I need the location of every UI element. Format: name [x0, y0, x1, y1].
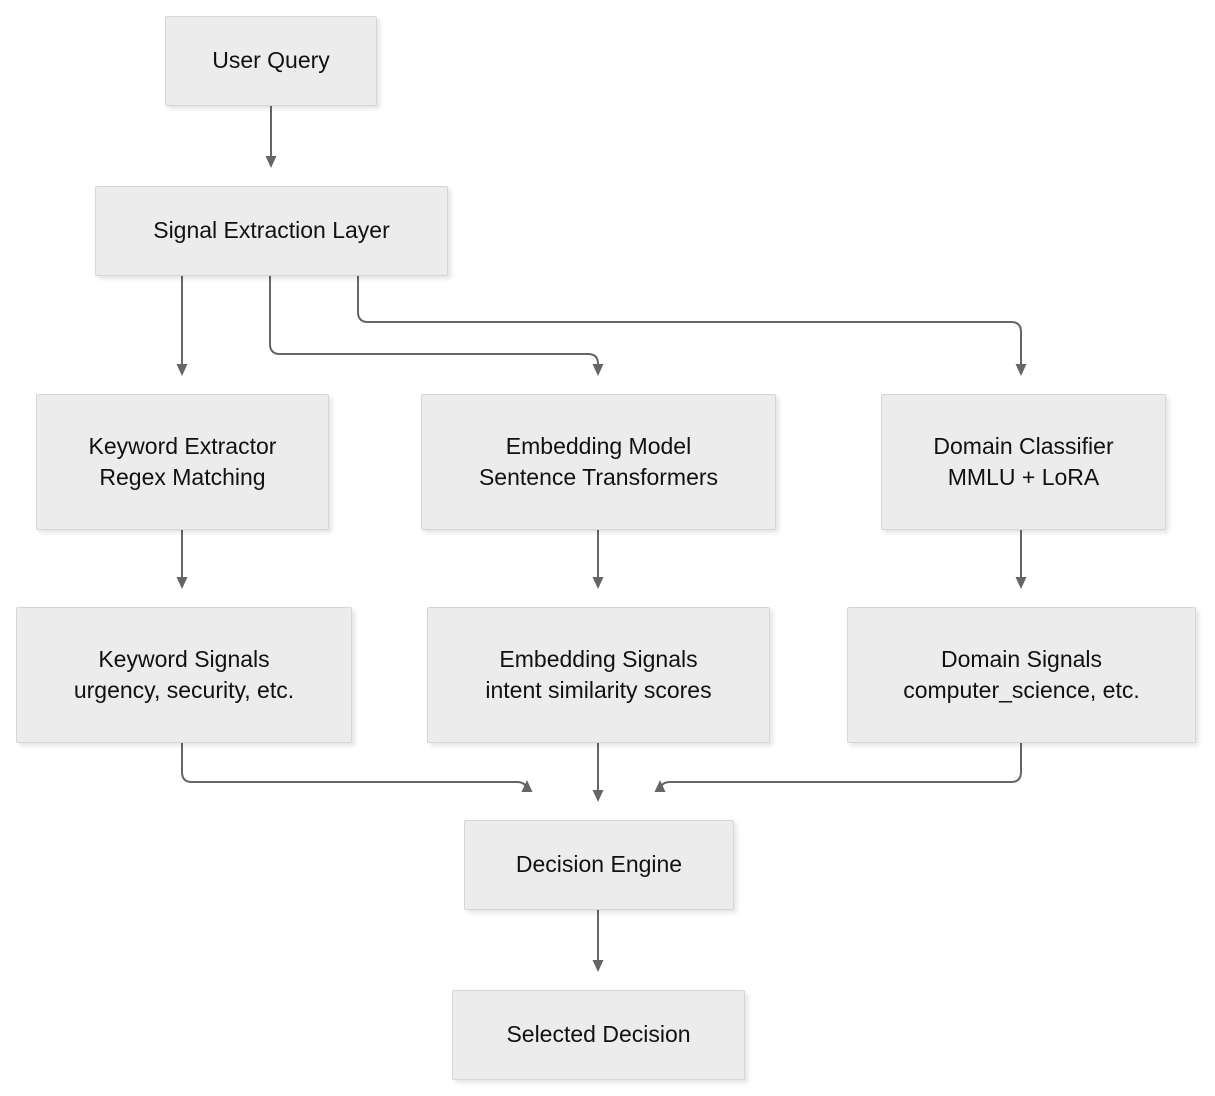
- node-label-line1: Keyword Extractor: [88, 432, 277, 459]
- node-label-line1: Keyword Signals: [98, 645, 270, 672]
- node-label-line2: MMLU + LoRA: [947, 464, 1100, 490]
- node-label-line1: Domain Signals: [940, 645, 1103, 672]
- edge-signal-extraction-to-domain-classifier: [357, 276, 1027, 376]
- node-keyword-extractor[interactable]: Keyword Extractor Regex Matching: [36, 394, 329, 530]
- edge-signal-extraction-to-embedding-model: [269, 276, 604, 376]
- node-decision-engine[interactable]: Decision Engine: [464, 820, 734, 910]
- node-domain-signals[interactable]: Domain Signals computer_science, etc.: [847, 607, 1196, 743]
- node-selected-decision[interactable]: Selected Decision: [452, 990, 745, 1080]
- node-label-line1: Decision Engine: [515, 851, 683, 878]
- node-label-line1: Embedding Model: [505, 432, 692, 459]
- node-embedding-signals[interactable]: Embedding Signals intent similarity scor…: [427, 607, 770, 743]
- node-embedding-model[interactable]: Embedding Model Sentence Transformers: [421, 394, 776, 530]
- node-label-line1: Signal Extraction Layer: [153, 217, 390, 244]
- edge-domain-signals-to-decision-engine: [654, 743, 1022, 793]
- node-label-line2: Regex Matching: [99, 464, 266, 490]
- node-label-line1: Domain Classifier: [933, 432, 1114, 459]
- node-keyword-signals[interactable]: Keyword Signals urgency, security, etc.: [16, 607, 352, 743]
- node-label-line1: Selected Decision: [506, 1021, 691, 1048]
- node-label-line2: intent similarity scores: [485, 677, 712, 703]
- node-label-line1: User Query: [212, 47, 330, 74]
- node-domain-classifier[interactable]: Domain Classifier MMLU + LoRA: [881, 394, 1166, 530]
- node-user-query[interactable]: User Query: [165, 16, 377, 106]
- node-label-line2: Sentence Transformers: [478, 464, 719, 490]
- node-label-line2: computer_science, etc.: [903, 677, 1140, 703]
- node-label-line1: Embedding Signals: [499, 645, 698, 672]
- node-label-line2: urgency, security, etc.: [73, 677, 295, 703]
- edge-keyword-signals-to-decision-engine: [181, 743, 533, 793]
- node-signal-extraction-layer[interactable]: Signal Extraction Layer: [95, 186, 448, 276]
